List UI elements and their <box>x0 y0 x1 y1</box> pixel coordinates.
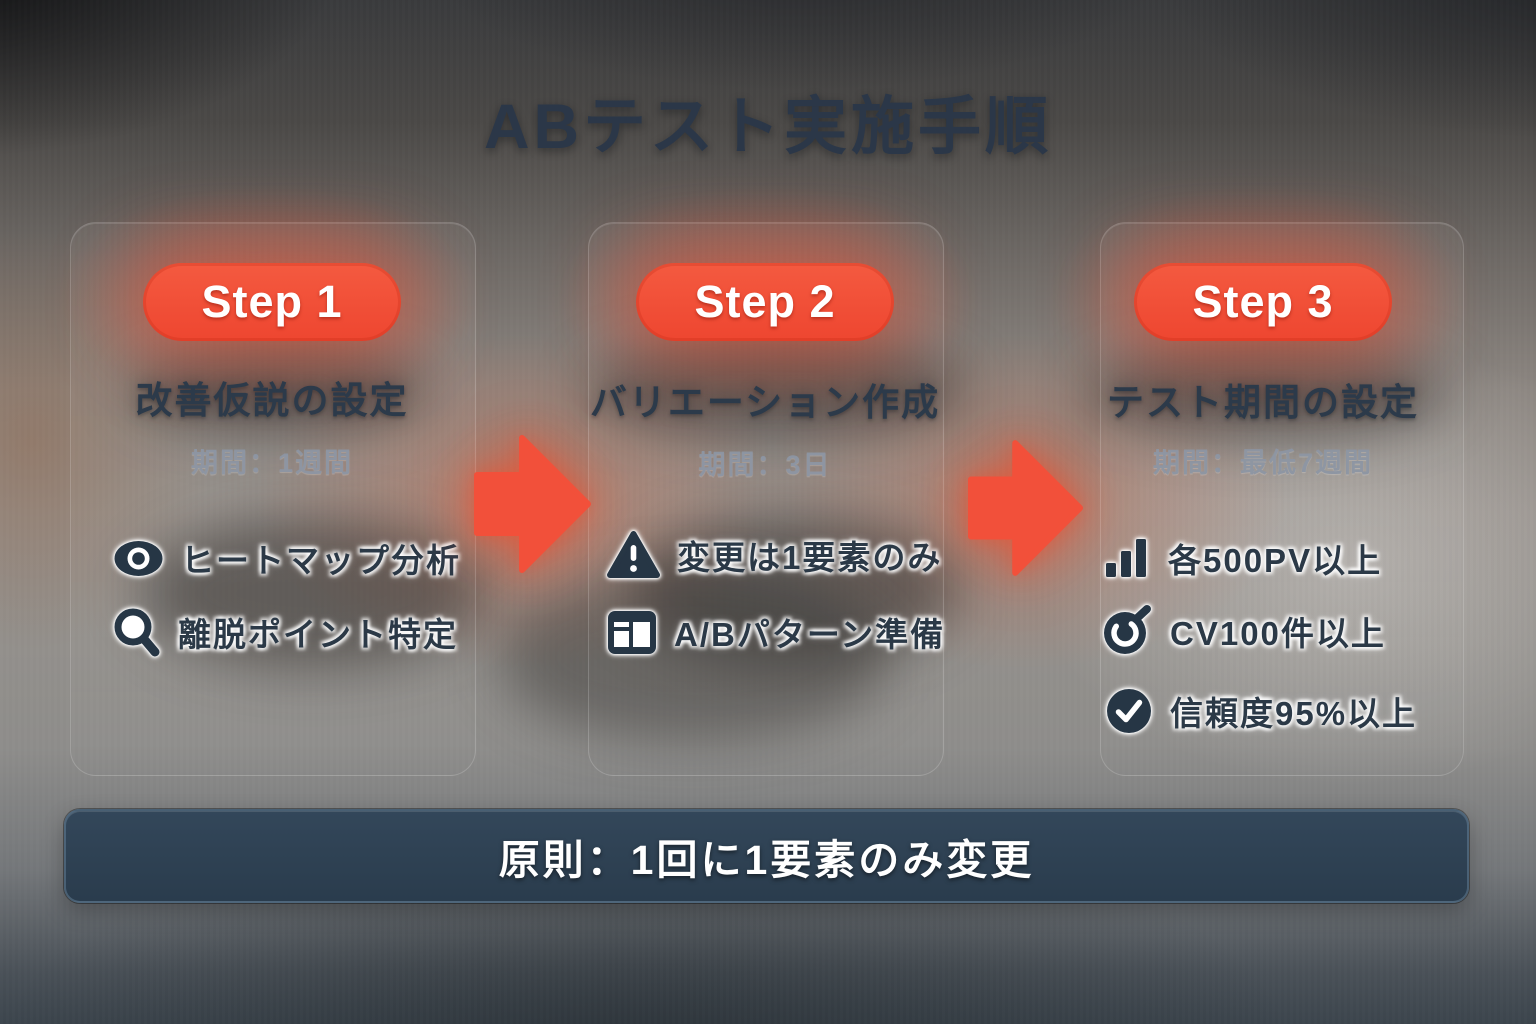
check-circle-icon <box>1104 686 1154 736</box>
step3-badge-label: Step 3 <box>1192 276 1334 327</box>
list-item-label: A/Bパターン準備 <box>674 616 946 653</box>
step1-period: 期間：1週間 <box>190 448 354 478</box>
shadow-blob <box>130 346 430 432</box>
split-layout-icon <box>606 609 658 656</box>
list-item-label: 信頼度95%以上 <box>1170 695 1418 732</box>
search-icon <box>112 606 162 658</box>
step3-badge: Step 3 <box>1134 263 1392 341</box>
warning-icon <box>606 530 661 580</box>
eye-icon <box>112 537 165 580</box>
shadow-blob <box>498 572 888 742</box>
bar-chart-icon <box>1102 536 1152 580</box>
list-item: A/Bパターン準備 <box>606 608 945 656</box>
step1-title: 改善仮説の設定 <box>135 380 409 421</box>
step2-badge: Step 2 <box>636 263 894 341</box>
list-item-label: ヒートマップ分析 <box>181 542 461 579</box>
list-item: 信頼度95%以上 <box>1104 686 1417 736</box>
step3-title: テスト期間の設定 <box>1107 382 1419 423</box>
principle-banner: 原則：1回に1要素のみ変更 <box>64 809 1469 903</box>
step2-period: 期間：3日 <box>698 450 832 480</box>
target-icon <box>1100 604 1154 658</box>
list-item-label: 変更は1要素のみ <box>677 539 943 576</box>
shadow-blob <box>628 514 958 664</box>
list-item-label: CV100件以上 <box>1170 615 1386 652</box>
step1-badge: Step 1 <box>143 263 401 341</box>
step1-badge-label: Step 1 <box>201 276 343 327</box>
arrow-right-icon <box>474 430 592 583</box>
list-item-label: 各500PV以上 <box>1168 542 1383 579</box>
arrow-right-icon <box>968 432 1084 589</box>
principle-banner-label: 原則：1回に1要素のみ変更 <box>498 837 1035 883</box>
step3-period: 期間：最低7週間 <box>1152 448 1374 478</box>
list-item: 離脱ポイント特定 <box>112 606 458 658</box>
shadow-blob <box>588 338 963 438</box>
list-item: ヒートマップ分析 <box>112 534 461 582</box>
shadow-blob <box>140 518 485 668</box>
list-item: 各500PV以上 <box>1102 534 1382 582</box>
shadow-blob <box>1088 344 1448 439</box>
list-item-label: 離脱ポイント特定 <box>178 616 458 653</box>
list-item: 変更は1要素のみ <box>606 530 942 580</box>
list-item: CV100件以上 <box>1100 604 1386 658</box>
step2-title: バリエーション作成 <box>589 382 941 423</box>
page-title: ABテスト実施手順 <box>484 92 1052 162</box>
step2-badge-label: Step 2 <box>694 276 836 327</box>
